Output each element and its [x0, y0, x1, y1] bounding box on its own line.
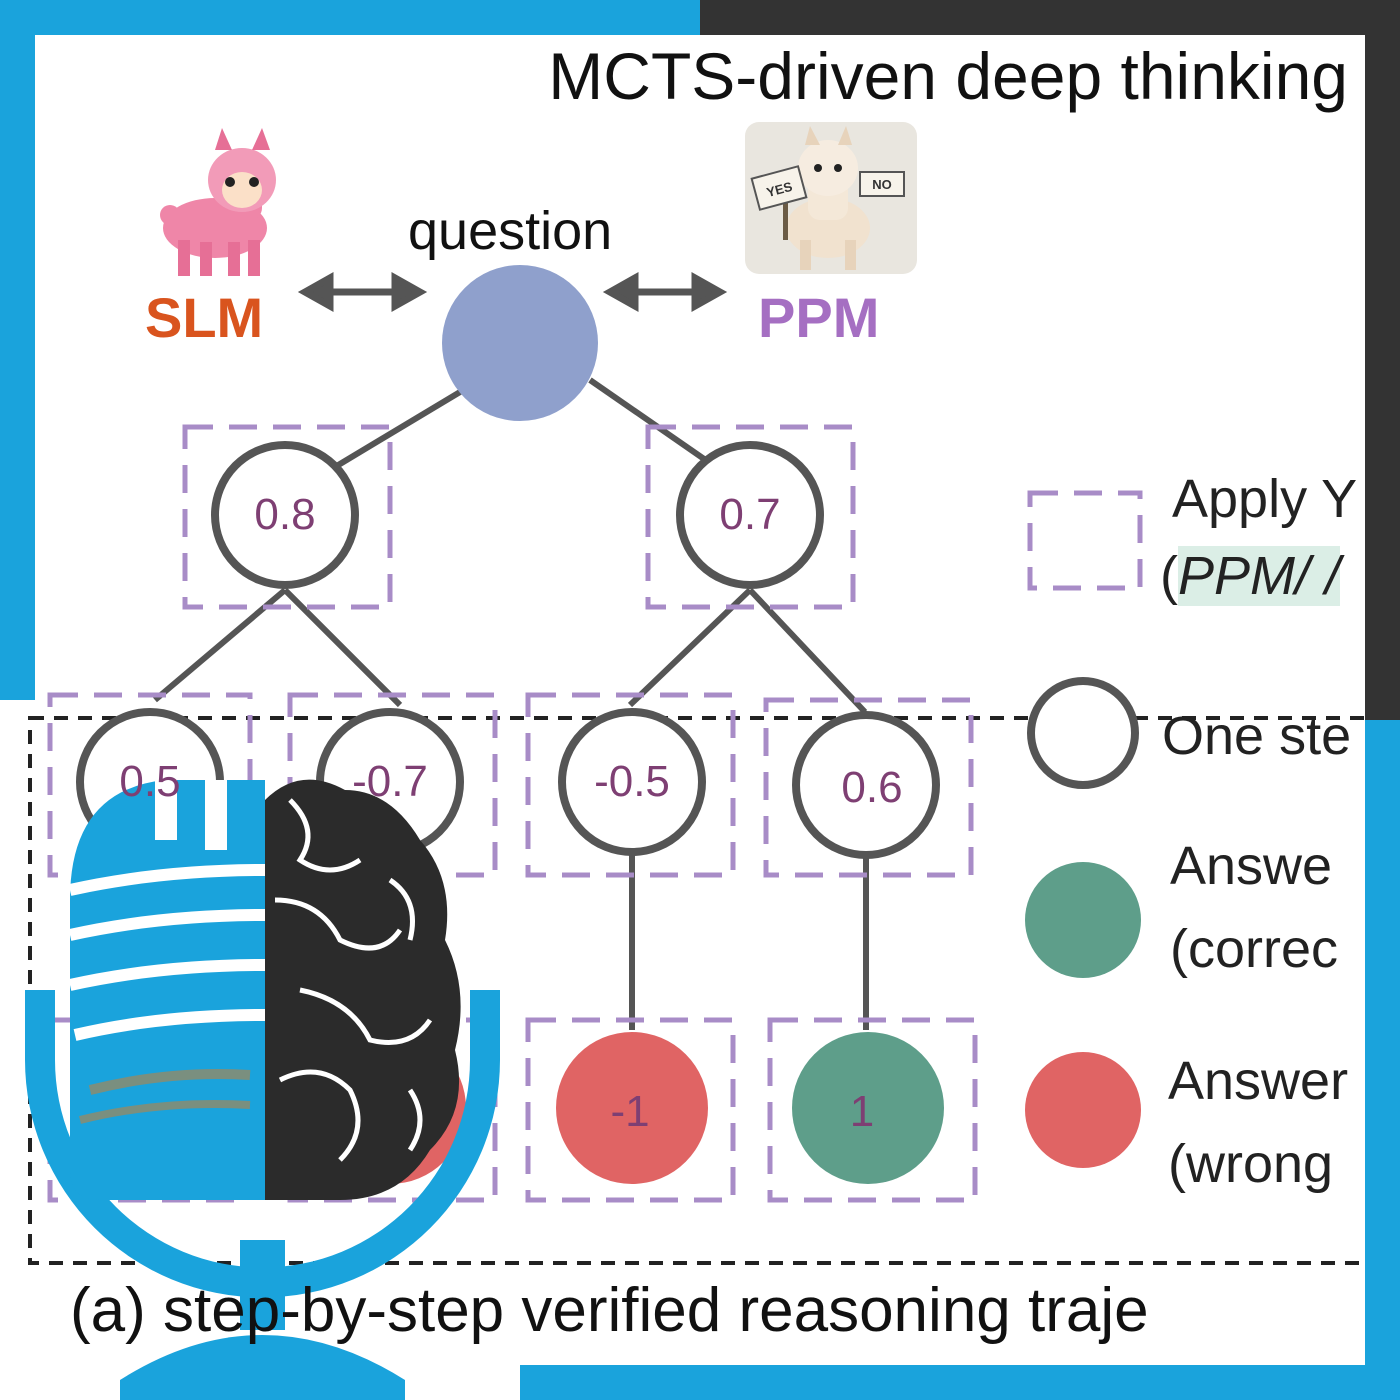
arrows	[297, 272, 728, 312]
frame-right-dark-strip	[1365, 0, 1400, 720]
figure-caption: (a) step-by-step verified reasoning traj…	[70, 1276, 1149, 1345]
answer-node-correct	[792, 1032, 944, 1184]
step-node-l1-0	[211, 441, 359, 589]
node-value-l1-0: 0.8	[254, 490, 316, 539]
legend-wrong-circle	[1025, 1052, 1141, 1168]
legend-apply-line1: Apply Y	[1172, 469, 1358, 529]
answer-node-wrong	[556, 1032, 708, 1184]
step-node-l1-1	[676, 441, 824, 589]
legend-one-step: One ste	[1162, 706, 1352, 766]
legend-correct-line2: (correc	[1170, 919, 1339, 979]
ppm-sign-no: NO	[872, 177, 892, 192]
node-value-l1-1: 0.7	[719, 490, 781, 539]
microphone-brain-icon	[25, 779, 500, 1400]
diagram-title: MCTS-driven deep thinking	[548, 39, 1348, 113]
answer-value-wrong: -1	[610, 1087, 650, 1136]
legend-apply-line2: (PPM/ /	[1160, 546, 1341, 606]
step-node-l2-2	[558, 708, 706, 856]
legend-correct-line1: Answe	[1170, 836, 1333, 896]
ppm-sign-yes: YES	[765, 179, 794, 200]
step-node-l2-3	[792, 711, 940, 859]
legend-wrong-line2: (wrong	[1168, 1134, 1334, 1194]
slm-label: SLM	[145, 286, 264, 349]
legend-wrong-line1: Answer	[1168, 1051, 1349, 1111]
legend-step-circle	[1027, 677, 1139, 789]
node-value-l2-2: -0.5	[594, 757, 670, 806]
llama-slm-icon	[160, 128, 276, 276]
tree-edges	[153, 377, 869, 1030]
legend-apply-tag: PPM/ /	[1177, 546, 1341, 606]
node-value-l2-3: 0.6	[841, 763, 903, 812]
node-value-l2-1: -0.7	[352, 757, 428, 806]
ppm-label: PPM	[758, 286, 880, 349]
question-root-node	[442, 265, 598, 421]
llama-ppm-icon: YES NO	[745, 122, 917, 274]
legend-dashed-box	[1027, 490, 1143, 591]
legend-correct-circle	[1025, 862, 1141, 978]
answer-value-correct: 1	[849, 1087, 875, 1136]
node-value-l2-0: 0.5	[119, 757, 181, 806]
question-label: question	[408, 201, 613, 261]
frame-right-blue-strip	[1365, 720, 1400, 1400]
